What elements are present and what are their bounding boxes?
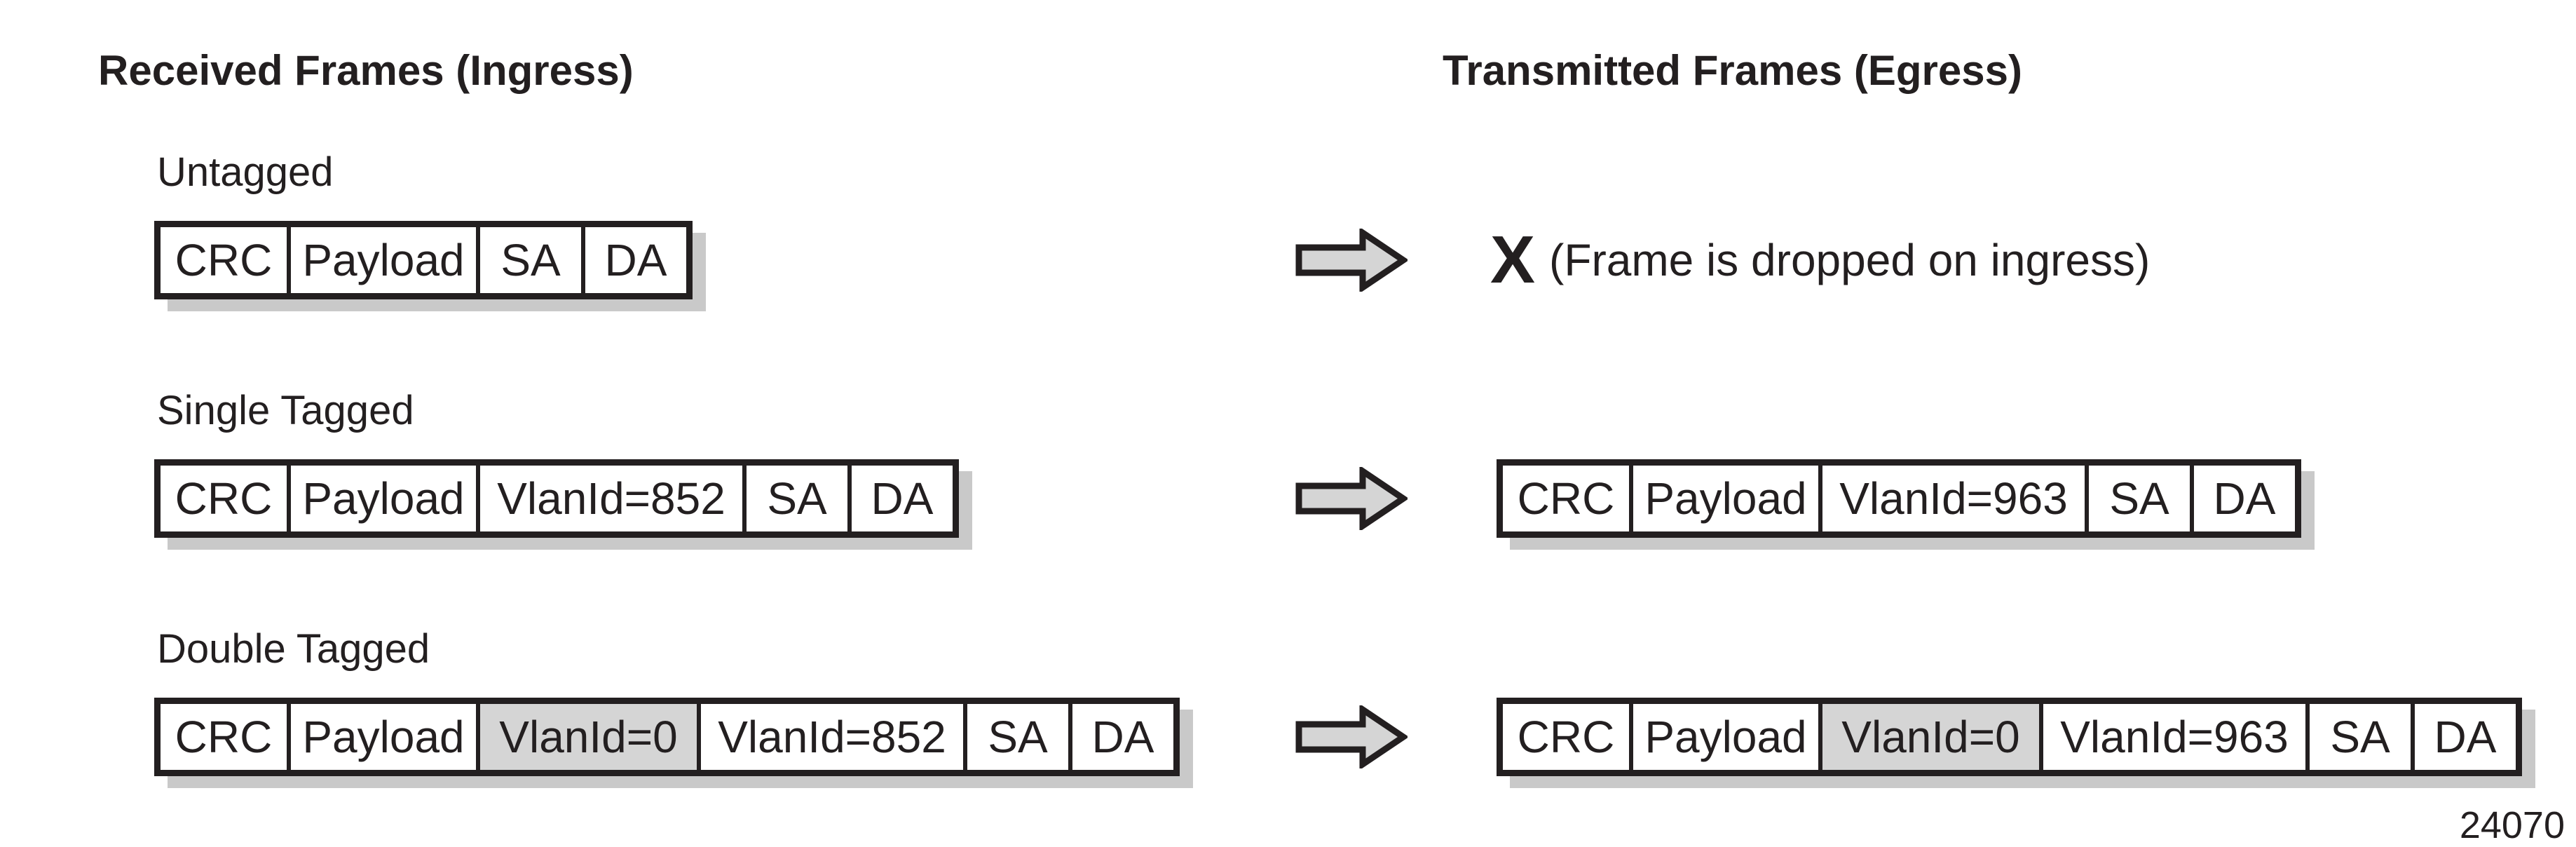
frame-field-sa: SA (2305, 704, 2411, 770)
double-tagged-ingress-frame: CRC Payload VlanId=0 VlanId=852 SA DA (154, 698, 1180, 776)
frame-field-crc: CRC (1503, 704, 1629, 770)
frame-field-crc: CRC (161, 466, 287, 531)
figure-number: 24070 (2459, 804, 2565, 846)
frame-field-vlanid: VlanId=963 (1818, 466, 2085, 531)
frame-field-sa: SA (476, 227, 581, 293)
egress-column-title: Transmitted Frames (Egress) (1443, 47, 2022, 94)
frame-field-payload: Payload (287, 466, 476, 531)
frame-field-crc: CRC (161, 227, 287, 293)
untagged-ingress-frame: CRC Payload SA DA (154, 221, 693, 299)
frame-field-vlanid: VlanId=852 (476, 466, 742, 531)
frame-field-da: DA (581, 227, 686, 293)
right-arrow-icon (1295, 467, 1408, 530)
double-tagged-egress-frame: CRC Payload VlanId=0 VlanId=963 SA DA (1497, 698, 2522, 776)
frame-field-sa: SA (2085, 466, 2190, 531)
frame-field-vlanid: VlanId=963 (2039, 704, 2305, 770)
frame-field-vlanid-0: VlanId=0 (476, 704, 697, 770)
right-arrow-icon (1295, 229, 1408, 292)
row-label-single-tagged: Single Tagged (157, 388, 414, 433)
frame-field-vlanid-0: VlanId=0 (1818, 704, 2039, 770)
frame-field-crc: CRC (1503, 466, 1629, 531)
frame-field-da: DA (847, 466, 953, 531)
frame-field-payload: Payload (1629, 466, 1818, 531)
frame-field-vlanid: VlanId=852 (697, 704, 963, 770)
frame-field-sa: SA (742, 466, 847, 531)
single-tagged-egress-frame: CRC Payload VlanId=963 SA DA (1497, 459, 2301, 538)
frame-field-payload: Payload (287, 227, 476, 293)
ingress-column-title: Received Frames (Ingress) (98, 47, 634, 94)
row-label-untagged: Untagged (157, 149, 334, 195)
dropped-note: (Frame is dropped on ingress) (1549, 235, 2151, 285)
frame-field-da: DA (1068, 704, 1173, 770)
frame-field-da: DA (2411, 704, 2516, 770)
frame-field-payload: Payload (1629, 704, 1818, 770)
dropped-frame-indicator: X (Frame is dropped on ingress) (1490, 223, 2150, 297)
right-arrow-icon (1295, 705, 1408, 768)
single-tagged-ingress-frame: CRC Payload VlanId=852 SA DA (154, 459, 959, 538)
frame-field-da: DA (2190, 466, 2295, 531)
frame-field-crc: CRC (161, 704, 287, 770)
row-label-double-tagged: Double Tagged (157, 626, 430, 672)
frame-field-sa: SA (963, 704, 1068, 770)
frame-field-payload: Payload (287, 704, 476, 770)
dropped-x-mark: X (1490, 222, 1536, 297)
